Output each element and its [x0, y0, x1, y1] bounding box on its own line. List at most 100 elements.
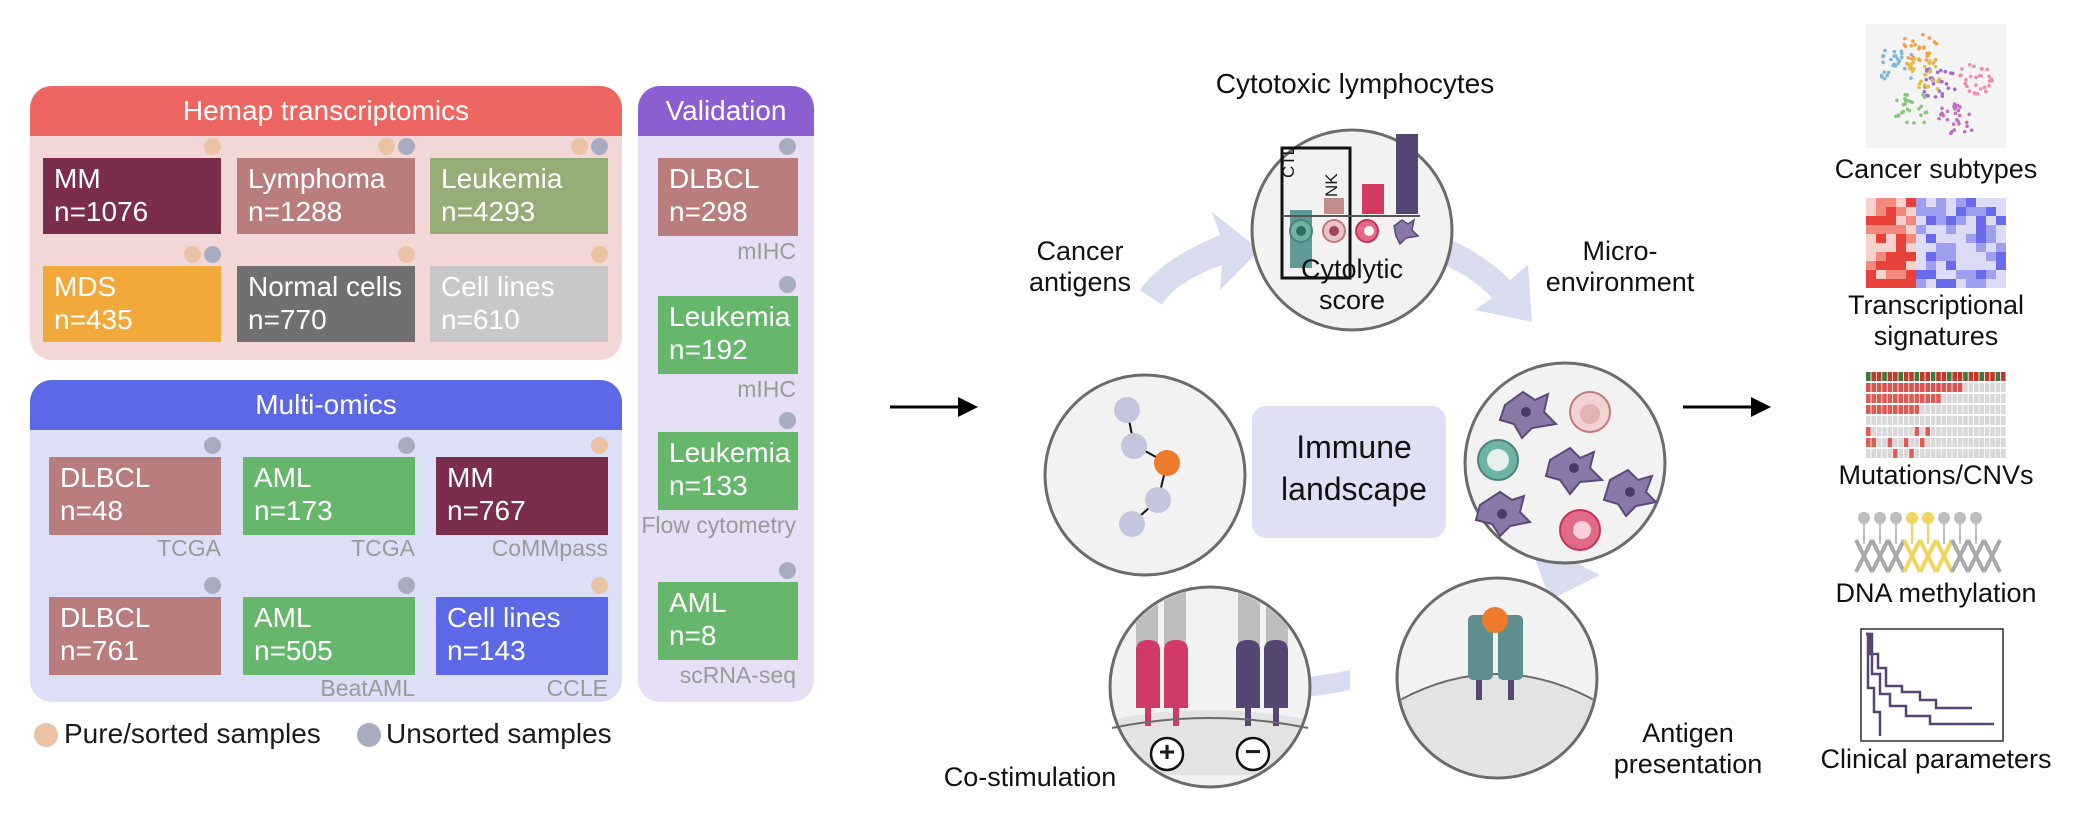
- multiomics-source-label: CoMMpass: [491, 535, 608, 561]
- validation-source-label: Flow cytometry: [641, 512, 796, 538]
- multiomics-card-name: MM: [447, 462, 494, 493]
- multiomics-source-label: TCGA: [157, 535, 221, 561]
- center-box: [1252, 406, 1446, 538]
- hemap-card-name: MDS: [54, 271, 117, 302]
- unsorted-sample-dot: [779, 138, 796, 155]
- validation-source-label: scRNA-seq: [679, 662, 796, 688]
- multiomics-source-label: BeatAML: [320, 675, 415, 701]
- validation-title: Validation: [638, 86, 814, 136]
- pure-sample-dot: [184, 246, 201, 263]
- validation-source-label: mIHC: [737, 376, 796, 402]
- output-label-4: DNA methylation: [1835, 578, 2037, 608]
- pure-sample-dot: [378, 138, 395, 155]
- center-label: Immune landscape: [1281, 429, 1427, 507]
- hemap-card-name: MM: [54, 163, 101, 194]
- arrow-to-cycle: [890, 397, 978, 417]
- costim-label: Co-stimulation: [943, 762, 1117, 792]
- output-label-1: Cancer subtypes: [1834, 154, 2038, 184]
- multiomics-card-name: AML: [254, 462, 312, 493]
- oncoprint-icon: [1866, 372, 2006, 458]
- validation-card-count: n=8: [669, 620, 717, 651]
- presentation-circle: [1395, 576, 1599, 780]
- hemap-card-name: Normal cells: [248, 271, 403, 302]
- antigens-label: Cancer antigens: [1028, 236, 1132, 297]
- hemap-card-name: Leukemia: [441, 163, 563, 194]
- multiomics-source-label: TCGA: [351, 535, 415, 561]
- unsorted-sample-dot: [779, 276, 796, 293]
- cytotoxic-circle: [1250, 128, 1454, 332]
- hemap-card-name: Lymphoma: [248, 163, 386, 194]
- multiomics-card-count: n=505: [254, 635, 333, 666]
- unsorted-legend-dot: [357, 723, 381, 747]
- minus-sign: −: [1244, 736, 1262, 767]
- output-label-3: Mutations/CNVs: [1838, 460, 2034, 490]
- multiomics-card-count: n=143: [447, 635, 526, 666]
- unsorted-sample-dot: [204, 246, 221, 263]
- arrow-to-outputs: [1683, 397, 1771, 417]
- costimulation-circle: [1108, 585, 1312, 789]
- unsorted-sample-dot: [398, 138, 415, 155]
- unsorted-sample-dot: [779, 412, 796, 429]
- plus-sign: +: [1158, 736, 1176, 767]
- validation-card-name: Leukemia: [669, 301, 791, 332]
- antigens-circle: [1043, 373, 1247, 577]
- pure-sample-dot: [591, 437, 608, 454]
- validation-card-count: n=133: [669, 470, 748, 501]
- heatmap-icon: [1866, 198, 2006, 288]
- unsorted-sample-dot: [591, 138, 608, 155]
- hemap-card-count: n=435: [54, 304, 133, 335]
- microenvironment-circle: [1463, 361, 1667, 565]
- pure-sample-dot: [591, 246, 608, 263]
- multiomics-source-label: CCLE: [546, 675, 608, 701]
- pure-legend-dot: [34, 723, 58, 747]
- hemap-card-count: n=1076: [54, 196, 149, 227]
- hemap-title: Hemap transcriptomics: [30, 86, 622, 136]
- pure-sample-dot: [398, 246, 415, 263]
- multiomics-card-name: DLBCL: [60, 462, 151, 493]
- output-label-2: Transcriptional signatures: [1847, 290, 2025, 351]
- hemap-card-name: Cell lines: [441, 271, 555, 302]
- hemap-card-count: n=1288: [248, 196, 343, 227]
- immune-cycle-diagram: [1043, 128, 1667, 789]
- cytolytic-label: Cytolytic score: [1300, 254, 1403, 315]
- unsorted-sample-dot: [204, 437, 221, 454]
- validation-card-name: AML: [669, 587, 727, 618]
- multiomics-card-count: n=761: [60, 635, 139, 666]
- tsne-plot-icon: [1866, 24, 2006, 148]
- pure-sample-dot: [591, 577, 608, 594]
- validation-card-name: DLBCL: [669, 163, 760, 194]
- dna-methylation-icon: [1854, 512, 2002, 573]
- validation-card-count: n=192: [669, 334, 748, 365]
- unsorted-sample-dot: [779, 562, 796, 579]
- multiomics-card-name: AML: [254, 602, 312, 633]
- nk-label: NK: [1322, 173, 1341, 197]
- presentation-label: Antigen presentation: [1613, 718, 1763, 779]
- pure-legend-label: Pure/sorted samples: [64, 718, 321, 749]
- pure-sample-dot: [204, 138, 221, 155]
- multiomics-card-name: DLBCL: [60, 602, 151, 633]
- cytotoxic-label: Cytotoxic lymphocytes: [1215, 68, 1495, 99]
- multiomics-card-count: n=173: [254, 495, 333, 526]
- micro-label: Micro- environment: [1545, 236, 1695, 297]
- unsorted-sample-dot: [398, 577, 415, 594]
- pure-sample-dot: [571, 138, 588, 155]
- validation-card-name: Leukemia: [669, 437, 791, 468]
- validation-source-label: mIHC: [737, 238, 796, 264]
- unsorted-legend-label: Unsorted samples: [386, 718, 612, 749]
- hemap-card-count: n=610: [441, 304, 520, 335]
- output-label-5: Clinical parameters: [1820, 744, 2052, 774]
- survival-curve-icon: [1860, 628, 2004, 742]
